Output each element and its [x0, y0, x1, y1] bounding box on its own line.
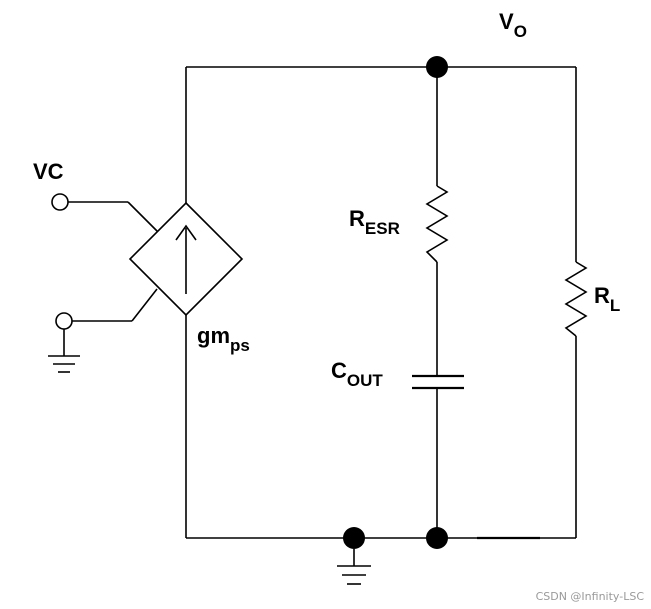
ground-node	[343, 527, 365, 549]
vo-label: VO	[499, 9, 527, 41]
neg-wire-diagonal	[131, 288, 158, 322]
rl-resistor	[564, 261, 588, 337]
vc-terminal	[51, 193, 69, 211]
resr-label: RESR	[349, 206, 400, 238]
ground-symbol-main	[337, 565, 371, 585]
watermark: CSDN @Infinity-LSC	[536, 590, 645, 603]
gm-label: gmps	[197, 323, 250, 355]
arrow-up-icon	[175, 224, 197, 241]
wires	[185, 66, 577, 540]
control-inputs	[48, 193, 158, 373]
resr-resistor	[425, 185, 449, 263]
dependent-current-source	[128, 201, 244, 317]
bottom-node	[426, 527, 448, 549]
cout-capacitor	[412, 374, 464, 390]
vo-node	[426, 56, 448, 78]
vc-label: VC	[33, 159, 64, 184]
cout-label: COUT	[331, 358, 383, 390]
neg-terminal	[55, 312, 73, 330]
ground-symbol-left	[48, 355, 80, 373]
rl-label: RL	[594, 283, 620, 315]
vc-wire-diagonal	[127, 201, 158, 232]
